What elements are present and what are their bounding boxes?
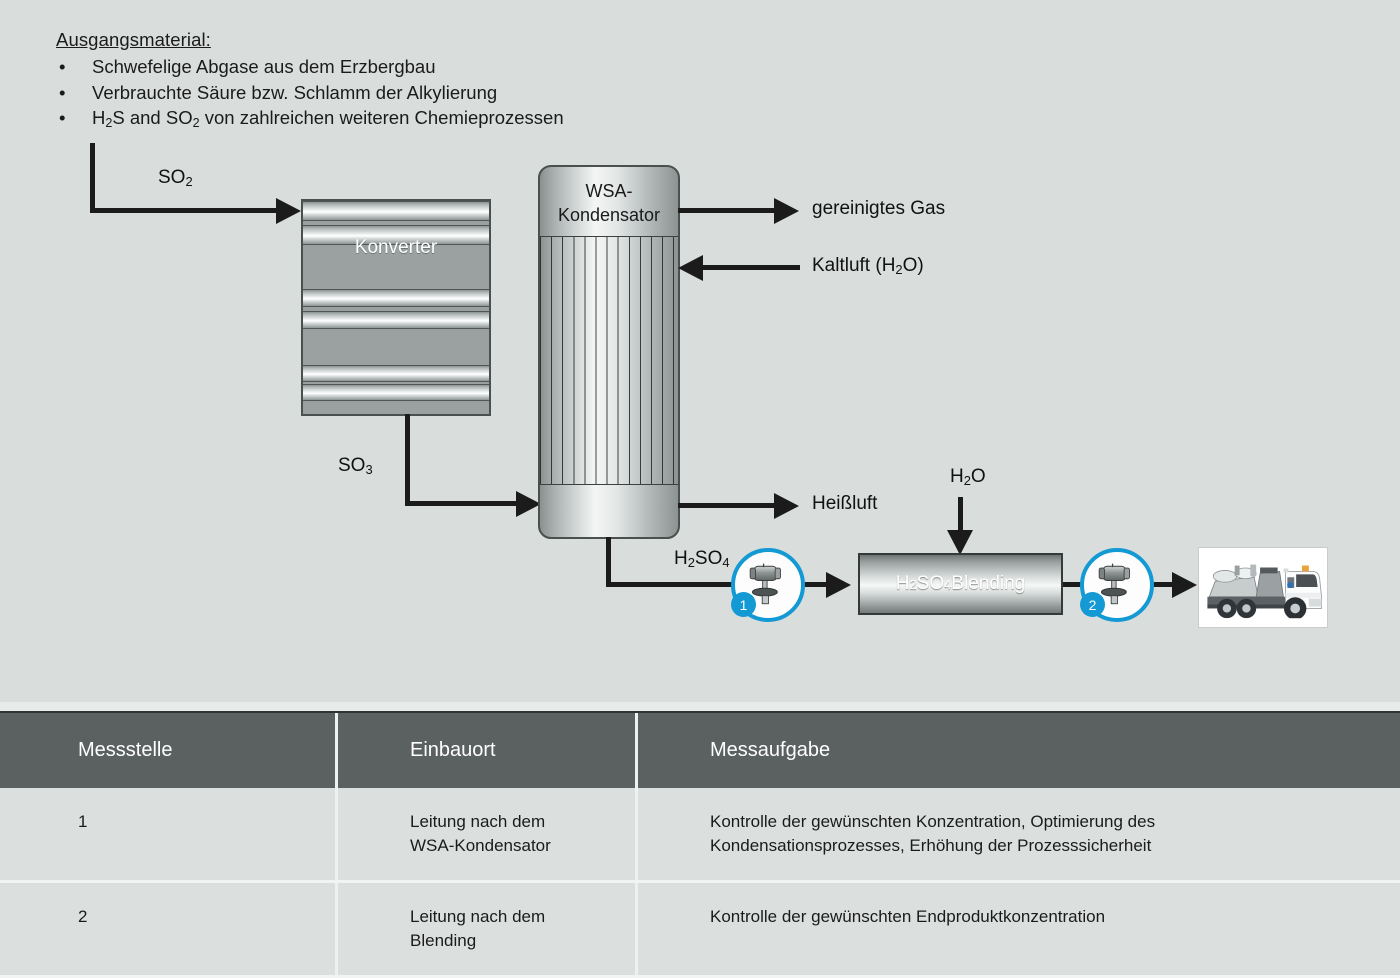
- source-material-title: Ausgangsmaterial:: [56, 29, 211, 50]
- cell-messaufgabe: Kontrolle der gewünschten Konzentration,…: [635, 788, 1400, 880]
- wsa-condenser-label: WSA-Kondensator: [557, 181, 661, 225]
- acid-label: H2SO4: [674, 548, 730, 571]
- column-header-messstelle: Messstelle: [78, 739, 173, 761]
- tanker-truck-icon: [1199, 548, 1327, 627]
- hot-air-arrow-icon: [774, 493, 799, 519]
- so2-label: SO2: [158, 167, 193, 190]
- sensor-number-badge: 1: [731, 592, 756, 617]
- hot-air-label: Heißluft: [812, 493, 878, 514]
- acid-pipe-vertical: [606, 537, 611, 587]
- measurement-points-table: Messstelle Einbauort Messaufgabe 1 Leitu…: [0, 702, 1400, 978]
- so2-inlet-arrow-icon: [276, 198, 301, 224]
- product-pipe-b: [1154, 582, 1176, 587]
- product-arrow-icon: [1172, 572, 1197, 598]
- converter-catalyst-bed: [303, 247, 489, 289]
- list-item-label: Schwefelige Abgase aus dem Erzbergbau: [92, 56, 436, 77]
- product-pipe-a: [1063, 582, 1085, 587]
- source-material-block: Ausgangsmaterial: • Schwefelige Abgase a…: [56, 28, 756, 137]
- converter-band: [303, 201, 489, 221]
- source-material-list: • Schwefelige Abgase aus dem Erzbergbau …: [56, 54, 756, 137]
- wsa-divider-bottom: [540, 484, 678, 485]
- converter-vessel: Konverter: [301, 199, 491, 416]
- column-header-einbauort: Einbauort: [335, 713, 635, 788]
- so3-pipe-horizontal: [405, 501, 520, 506]
- so3-label: SO3: [338, 455, 373, 478]
- converter-band: [303, 225, 489, 245]
- process-diagram-page: Ausgangsmaterial: • Schwefelige Abgase a…: [0, 28, 1400, 978]
- table-header-row: Messstelle Einbauort Messaufgabe: [0, 713, 1400, 788]
- sensor-badge-1[interactable]: 1: [731, 548, 805, 622]
- converter-band: [303, 384, 489, 401]
- cell-messstelle: 2: [78, 907, 88, 926]
- acid-pipe-horizontal: [606, 582, 751, 587]
- converter-catalyst-bed: [303, 331, 489, 365]
- converter-band: [303, 311, 489, 329]
- so2-inlet-pipe-vertical: [90, 143, 95, 213]
- converter-label: Konverter: [354, 237, 438, 258]
- acid-to-blending-pipe: [805, 582, 830, 587]
- sensor-badge-2[interactable]: 2: [1080, 548, 1154, 622]
- flow-transmitter-icon: [749, 563, 781, 605]
- cold-air-pipe: [702, 265, 800, 270]
- bullet-icon: •: [59, 81, 66, 103]
- clean-gas-pipe: [678, 208, 778, 213]
- list-item: • Verbrauchte Säure bzw. Schlamm der Alk…: [56, 80, 756, 106]
- converter-band: [303, 365, 489, 382]
- list-item: • H2S and SO2 von zahlreichen weiteren C…: [56, 105, 756, 137]
- list-item-label: H2S and SO2 von zahlreichen weiteren Che…: [92, 107, 564, 131]
- water-label: H2O: [950, 466, 986, 489]
- water-pipe: [958, 497, 963, 533]
- cell-messaufgabe: Kontrolle der gewünschten Endproduktkonz…: [635, 883, 1400, 975]
- wsa-tube-bundle: [540, 237, 678, 484]
- cold-air-arrow-icon: [678, 255, 703, 281]
- clean-gas-label: gereinigtes Gas: [812, 198, 946, 219]
- converter-catalyst-bed: [303, 403, 489, 414]
- hot-air-pipe: [678, 503, 778, 508]
- cold-air-label: Kaltluft (H2O): [812, 255, 924, 278]
- flow-transmitter-icon: [1098, 563, 1130, 605]
- so3-arrow-icon: [516, 491, 541, 517]
- bullet-icon: •: [59, 56, 66, 77]
- column-header-messaufgabe: Messaufgabe: [635, 713, 1400, 788]
- list-item-label: Verbrauchte Säure bzw. Schlamm der Alkyl…: [92, 81, 498, 103]
- list-item: • Schwefelige Abgase aus dem Erzbergbau: [56, 54, 756, 80]
- wsa-condenser-vessel: WSA-Kondensator: [538, 165, 680, 539]
- table-top-rule: [0, 702, 1400, 713]
- acid-to-blending-arrow-icon: [826, 572, 851, 598]
- wsa-divider-top: [540, 236, 678, 237]
- cell-messstelle: 1: [78, 812, 88, 831]
- so3-pipe-vertical: [405, 414, 410, 506]
- tanker-truck-image: [1198, 547, 1328, 628]
- sensor-number-badge: 2: [1080, 592, 1105, 617]
- bullet-icon: •: [59, 107, 66, 128]
- clean-gas-arrow-icon: [774, 198, 799, 224]
- converter-band: [303, 289, 489, 307]
- so2-inlet-pipe-horizontal: [90, 208, 280, 213]
- water-arrow-icon: [947, 530, 973, 555]
